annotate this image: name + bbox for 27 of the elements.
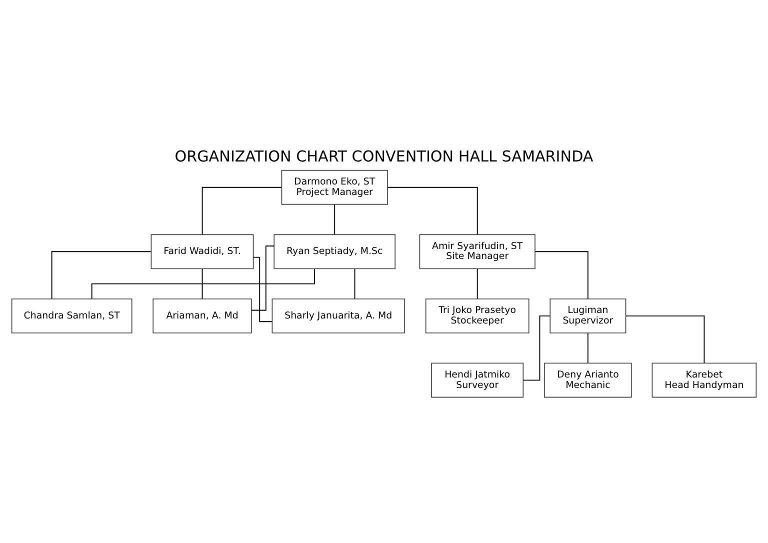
node-box: Darmono Eko, ST Project Manager (281, 170, 388, 205)
connector (91, 268, 315, 300)
node-box: Amir Syarifudin, ST Site Manager (419, 234, 536, 270)
connector (476, 268, 478, 300)
node-box: Lugiman Supervizor (550, 298, 626, 334)
node-box: Sharly Januarita, A. Md (272, 298, 406, 334)
connector (334, 204, 336, 235)
node-box: Ariaman, A. Md (152, 298, 252, 334)
connector (354, 268, 356, 300)
connector (202, 186, 282, 235)
connector (587, 332, 588, 364)
connector (534, 251, 588, 300)
node-box: Karebet Head Handyman (652, 362, 757, 398)
connector (202, 268, 203, 300)
diagram-title: ORGANIZATION CHART CONVENTION HALL SAMARINDA (174, 148, 594, 166)
connector (626, 315, 705, 364)
connector (253, 256, 272, 322)
connector (251, 246, 275, 311)
node-box: Deny Arianto Mechanic (544, 362, 632, 398)
connector (522, 315, 550, 381)
node-box: Tri Joko Prasetyo Stockeeper (425, 298, 530, 334)
node-box: Chandra Samlan, ST (11, 298, 132, 334)
connector (51, 251, 152, 300)
connector (387, 186, 478, 235)
node-box: Farid Wadidi, ST. (150, 234, 254, 270)
node-box: Hendi Jatmiko Surveyor (431, 362, 524, 398)
node-box: Ryan Septiady, M.Sc (274, 234, 396, 270)
